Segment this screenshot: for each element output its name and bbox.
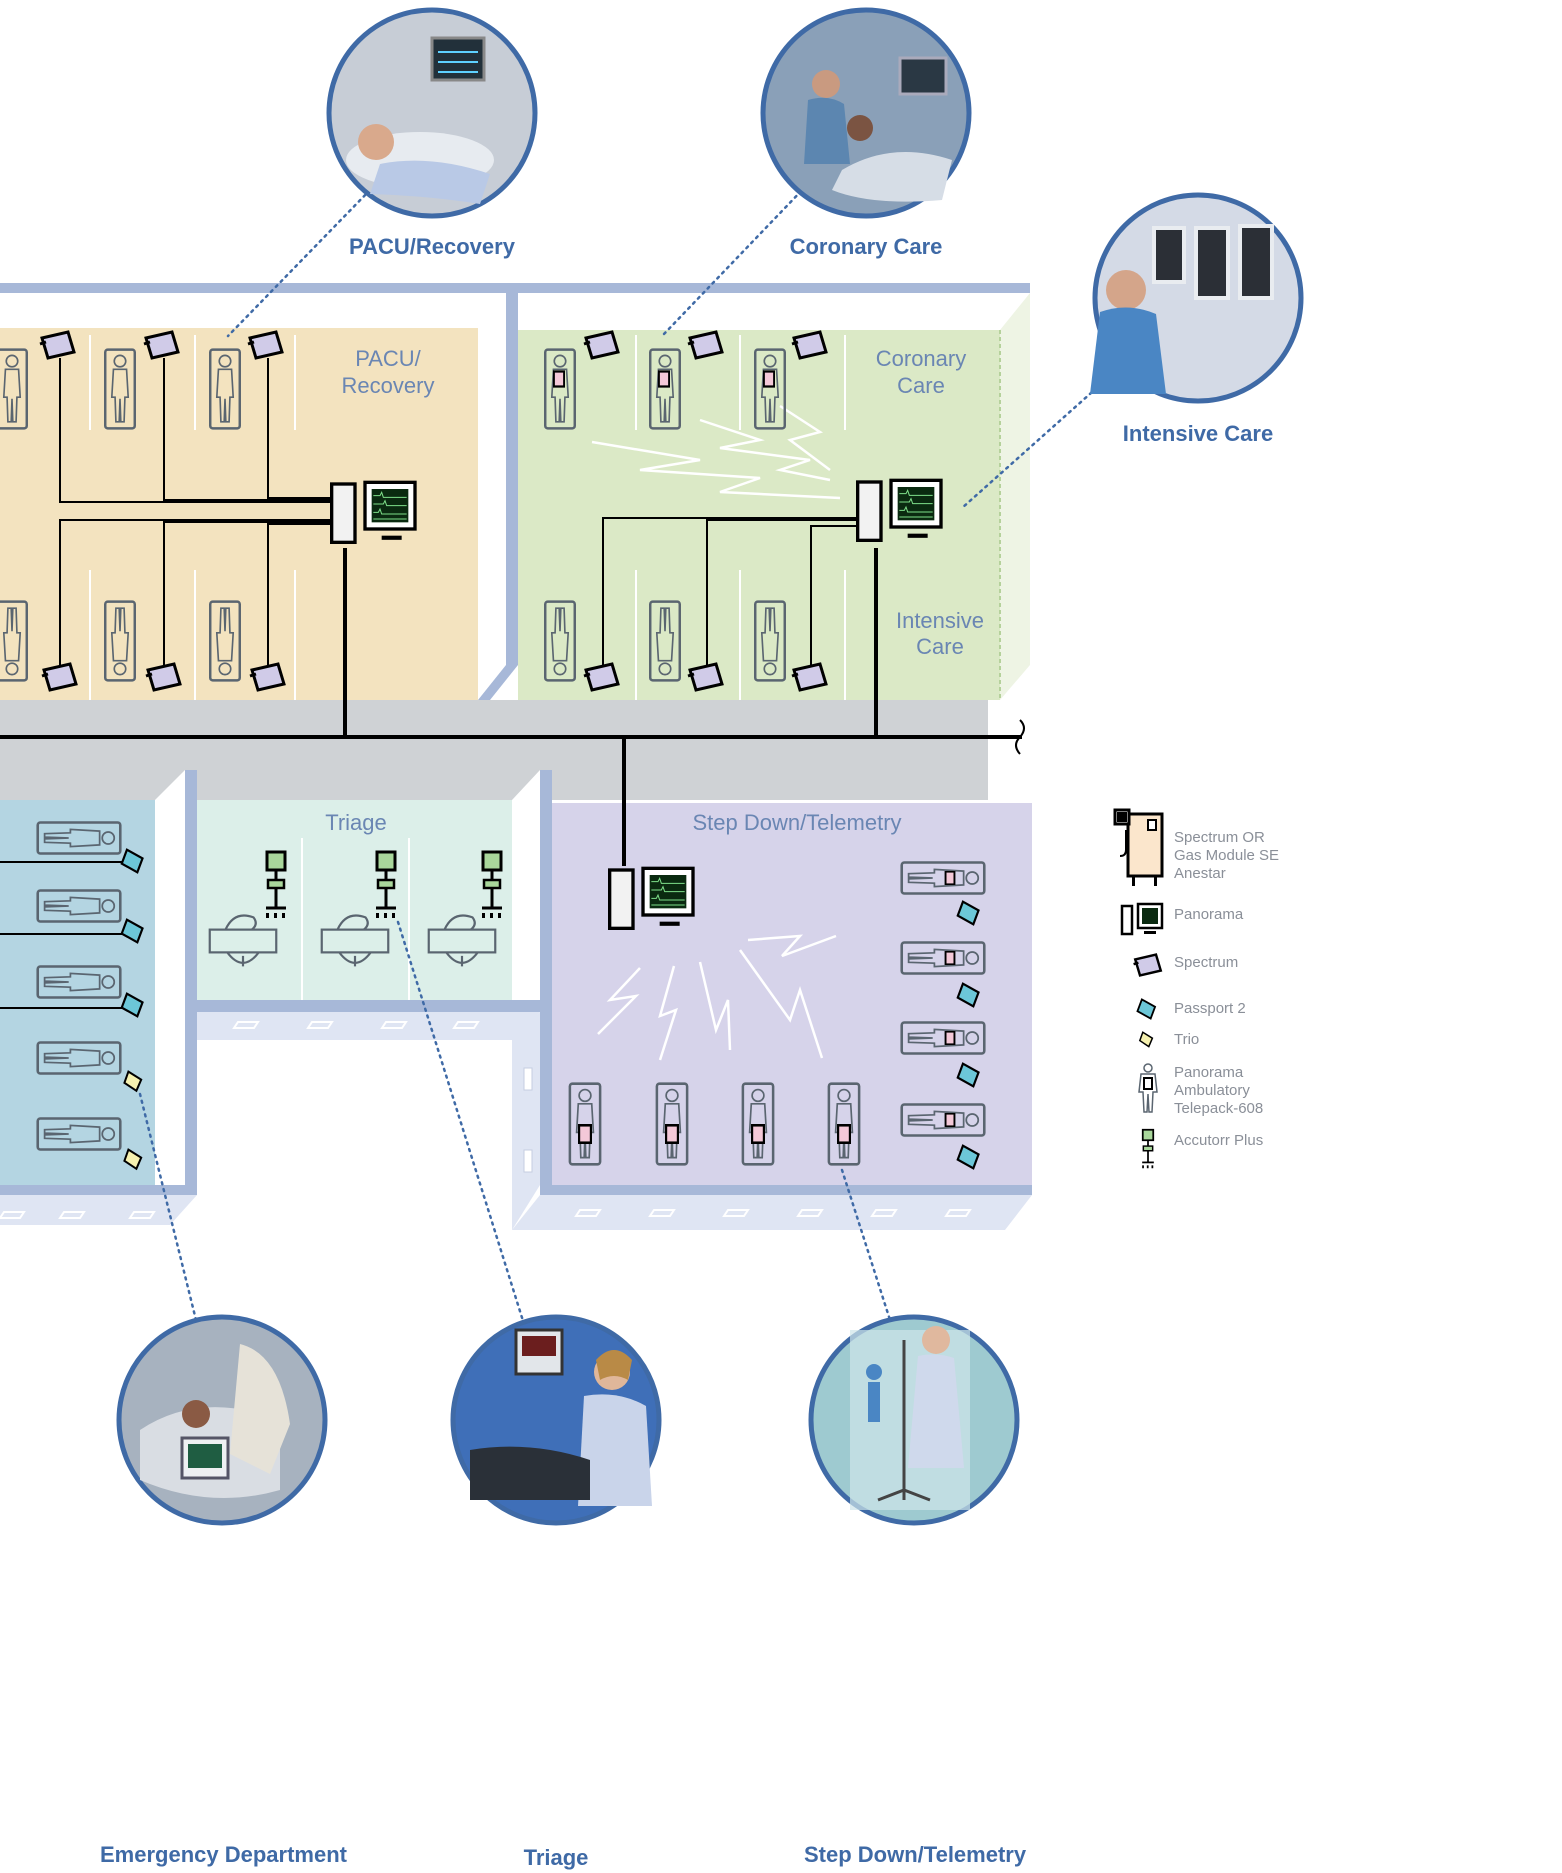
telepack-legend-icon	[1138, 1063, 1158, 1113]
stepdown-photo	[808, 1314, 1020, 1526]
legend-spectrum: Spectrum	[1174, 954, 1239, 971]
corridor	[0, 700, 988, 800]
spectrum-legend-icon	[1132, 953, 1163, 977]
triage-photo-caption: Triage	[523, 1845, 589, 1870]
panorama-legend-icon	[1120, 902, 1164, 936]
upper-back-wall	[0, 283, 1030, 293]
triage-zone-label: Triage	[325, 810, 387, 835]
triage-photo	[450, 1314, 662, 1526]
legend-telepack-line2: Ambulatory	[1174, 1082, 1250, 1099]
passport2-legend-icon	[1136, 998, 1156, 1020]
legend-telepack-line3: Telepack-608	[1174, 1100, 1264, 1117]
coronary-photo-caption: Coronary Care	[789, 234, 943, 259]
upper-divider-wall	[506, 293, 518, 665]
emergency-photo-caption: Emergency Department	[100, 1842, 347, 1867]
pacu-leader-line	[226, 188, 372, 338]
legend-trio: Trio	[1174, 1031, 1200, 1048]
pacu-zone-label-1: PACU/	[355, 346, 421, 371]
pacu-zone-label-2: Recovery	[342, 373, 435, 398]
coronary-photo	[760, 7, 972, 219]
legend-telepack: Panorama Ambulatory Telepack-608	[1174, 1064, 1263, 1118]
legend-telepack-line1: Panorama	[1174, 1064, 1244, 1081]
pacu-side-wall	[478, 293, 505, 700]
legend-spectrum-or: Spectrum OR Gas Module SE Anestar	[1174, 829, 1279, 883]
triage-room-floor	[197, 800, 512, 1000]
intensive-zone-label-1: Intensive	[896, 608, 984, 633]
wireless-signal-coronary	[591, 404, 841, 500]
triage-leader-line	[396, 920, 526, 1326]
legend	[1113, 808, 1164, 1170]
legend-passport2: Passport 2	[1174, 1000, 1246, 1017]
stepdown-photo-caption: Step Down/Telemetry	[804, 1842, 1027, 1867]
wireless-signal-stepdown	[597, 934, 837, 1061]
coronary-zone-label-2: Care	[897, 373, 945, 398]
intensive-photo-caption: Intensive Care	[1122, 421, 1274, 446]
trio-legend-icon	[1139, 1031, 1154, 1048]
legend-panorama: Panorama	[1174, 906, 1244, 923]
emergency-photo	[116, 1314, 328, 1526]
legend-accutorr: Accutorr Plus	[1174, 1132, 1264, 1149]
pacu-photo	[326, 7, 538, 219]
legend-spectrum-or-line3: Anestar	[1174, 865, 1226, 882]
stepdown-zone-label: Step Down/Telemetry	[692, 810, 901, 835]
accutorr-legend-icon	[1141, 1128, 1155, 1170]
coronary-zone-label-1: Coronary	[876, 346, 966, 371]
coronary-leader-line	[662, 184, 808, 336]
legend-spectrum-or-line1: Spectrum OR	[1174, 829, 1265, 846]
pacu-photo-caption: PACU/Recovery	[349, 234, 515, 259]
intensive-zone-label-2: Care	[916, 634, 964, 659]
stepdown-leader-line	[840, 1168, 892, 1322]
legend-spectrum-or-line2: Gas Module SE	[1174, 847, 1280, 864]
spectrum-or-legend-icon	[1113, 808, 1164, 886]
intensive-photo	[1090, 192, 1304, 404]
